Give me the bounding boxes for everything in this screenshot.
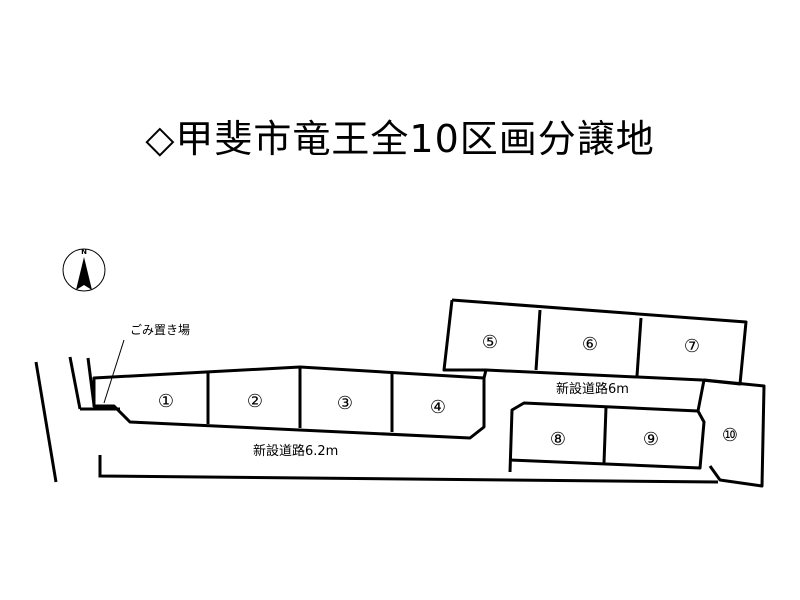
lot-3-label: ③ xyxy=(337,393,353,414)
lots-8-10-outline xyxy=(508,378,766,488)
lot-10-label: ⑩ xyxy=(722,425,738,446)
lots-5-7-left-edge xyxy=(442,299,488,379)
lot-divider xyxy=(602,406,608,464)
lots-1-4-outline xyxy=(92,365,486,440)
main-road-edge xyxy=(98,455,719,484)
branch-road-top-edge xyxy=(485,368,703,382)
lot-7-label: ⑦ xyxy=(684,336,700,357)
lot-5-label: ⑤ xyxy=(482,332,498,353)
lot-6-label: ⑥ xyxy=(582,334,598,355)
lot-divider xyxy=(635,317,643,377)
lot-8-label: ⑧ xyxy=(550,429,566,450)
north-label: N xyxy=(81,248,87,256)
lots-8-9-inner-edge xyxy=(509,410,706,470)
lot-4-label: ④ xyxy=(430,397,446,418)
lot-9-label: ⑨ xyxy=(643,429,659,450)
boundary-lines xyxy=(34,356,120,483)
branch-road-label: 新設道路6m xyxy=(556,381,629,397)
lot-2-label: ② xyxy=(247,391,263,412)
garbage-leader-line xyxy=(103,339,125,404)
page-title: ◇甲斐市竜王全10区画分譲地 xyxy=(145,117,655,161)
lot-1-label: ① xyxy=(158,391,174,412)
garbage-area-label: ごみ置き場 xyxy=(130,322,190,337)
north-arrow-icon: N xyxy=(62,248,106,292)
main-road-label: 新設道路6.2m xyxy=(253,443,338,459)
lot-divider xyxy=(534,309,542,371)
